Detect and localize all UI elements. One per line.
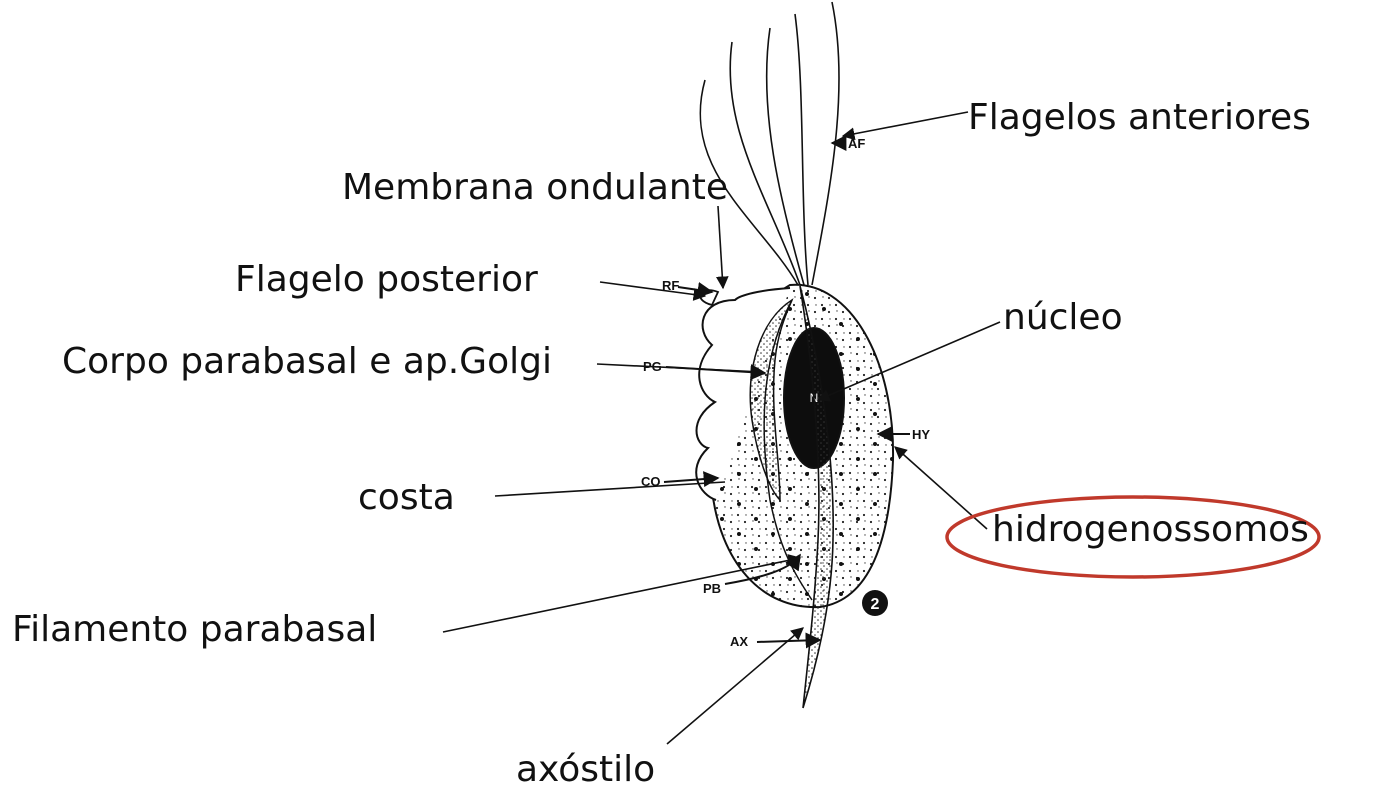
label-nucleo: núcleo xyxy=(1003,300,1123,336)
label-corpo-parabasal: Corpo parabasal e ap.Golgi xyxy=(62,344,552,380)
anterior-flagella xyxy=(700,2,839,285)
abbr-hy: HY xyxy=(912,427,930,442)
abbr-af: AF xyxy=(848,136,865,151)
label-membrana-ondulante: Membrana ondulante xyxy=(342,170,728,206)
label-axostilo: axóstilo xyxy=(516,752,655,788)
figure-number: 2 xyxy=(871,596,880,613)
label-filamento-parabasal: Filamento parabasal xyxy=(12,612,377,648)
abbr-pb: PB xyxy=(703,581,721,596)
abbr-ax: AX xyxy=(730,634,748,649)
label-hidrogenossomos: hidrogenossomos xyxy=(992,512,1309,548)
label-flagelo-posterior: Flagelo posterior xyxy=(235,262,538,298)
label-costa: costa xyxy=(358,480,455,516)
label-flagelos-anteriores: Flagelos anteriores xyxy=(968,100,1311,136)
